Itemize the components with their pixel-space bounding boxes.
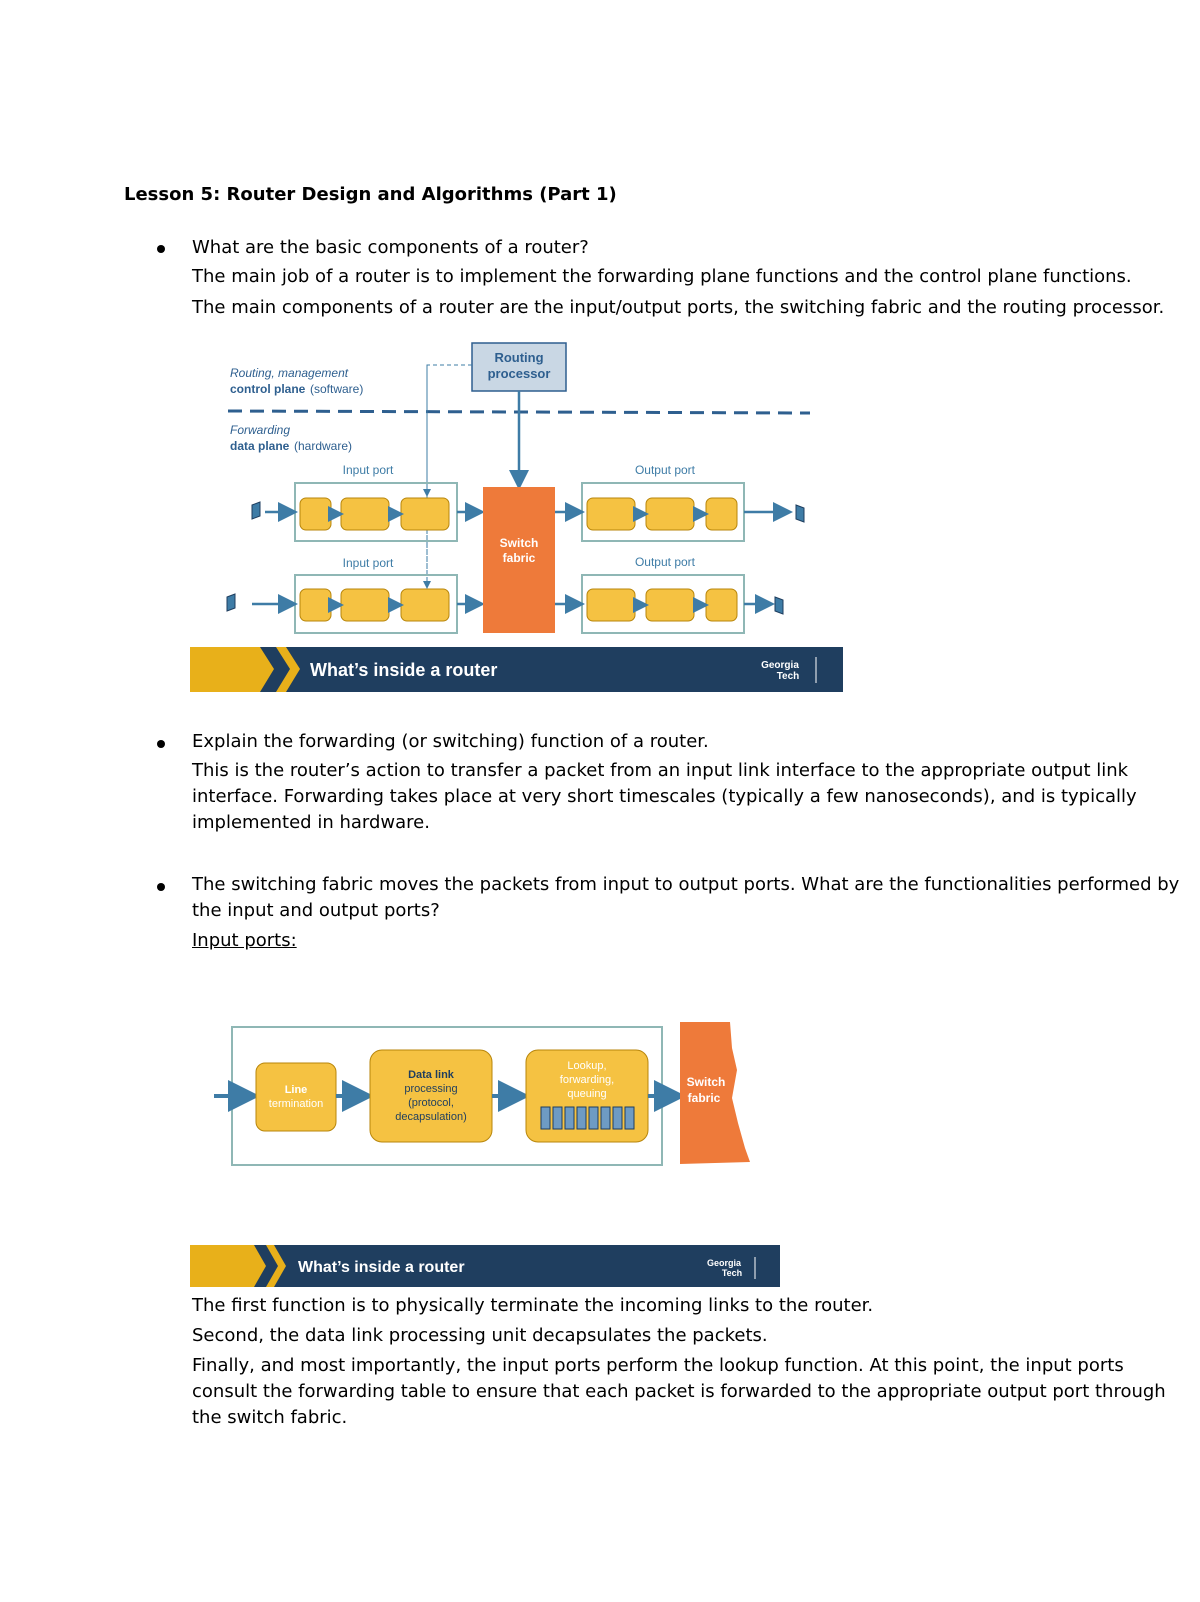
line-termination-box [255, 1062, 337, 1132]
logo-2-line-1: Georgia [707, 1258, 742, 1268]
answer-line: This is the router’s action to transfer … [192, 760, 1129, 781]
switch-fabric-label-1: Switch [500, 536, 539, 550]
router-architecture-figure: Routing processor Routing, management co… [190, 342, 843, 692]
data-link-label-1: Data link [408, 1069, 455, 1081]
control-plane-label-1: Routing, management [230, 366, 349, 380]
question-forwarding: Explain the forwarding (or switching) fu… [192, 731, 709, 752]
bullet [157, 245, 169, 257]
routing-processor-box [471, 342, 567, 392]
answer-line: implemented in hardware. [192, 812, 430, 833]
data-link-label-4: decapsulation) [395, 1111, 467, 1123]
bullet [157, 883, 169, 895]
output-port-label-1: Output port [635, 463, 696, 477]
routing-processor-label-2: processor [488, 366, 551, 381]
line-termination-label-1: Line [285, 1084, 308, 1096]
data-link-box [369, 1049, 493, 1143]
line-termination-label-2: termination [269, 1098, 323, 1110]
switch-fabric-label-2: fabric [503, 551, 536, 565]
switch-fabric-label-1: Switch [687, 1075, 726, 1089]
question-components: What are the basic components of a route… [192, 237, 589, 258]
switch-fabric-shape [680, 1022, 750, 1164]
data-plane-label-2: data plane [230, 439, 290, 453]
lookup-label-1: Lookup, [567, 1060, 606, 1072]
queue-icon [540, 1106, 635, 1130]
input-port-figure: Line termination Data link processing (p… [214, 1022, 750, 1166]
logo-2-line-2: Tech [722, 1268, 742, 1278]
answer-line: interface. Forwarding takes place at ver… [192, 786, 1137, 807]
data-link-label-3: (protocol, [408, 1097, 454, 1109]
function-line: Finally, and most importantly, the input… [192, 1355, 1124, 1376]
input-port-label-1: Input port [343, 463, 394, 477]
function-line: The first function is to physically term… [192, 1295, 874, 1316]
control-plane-label-2: control plane [230, 382, 306, 396]
switch-fabric-label-2: fabric [688, 1091, 721, 1105]
lookup-label-2: forwarding, [560, 1074, 614, 1086]
output-port-label-2: Output port [635, 555, 696, 569]
answer-main-job: The main job of a router is to implement… [192, 266, 1132, 287]
control-plane-label-3: (software) [310, 382, 363, 396]
switch-fabric-box [483, 487, 555, 633]
question-functionalities: The switching fabric moves the packets f… [192, 874, 1180, 895]
function-line: consult the forwarding table to ensure t… [192, 1381, 1166, 1402]
routing-processor-label: Routing [494, 350, 543, 365]
question-functionalities-2: the input and output ports? [192, 900, 440, 921]
answer-main-components: The main components of a router are the … [192, 297, 1165, 318]
input-port-label-2: Input port [343, 556, 394, 570]
input-ports-heading: Input ports: [192, 930, 297, 951]
function-line: Second, the data link processing unit de… [192, 1325, 768, 1346]
logo-line-1: Georgia [761, 660, 799, 671]
data-plane-label-3: (hardware) [294, 439, 352, 453]
page-title: Lesson 5: Router Design and Algorithms (… [124, 184, 617, 205]
data-link-label-2: processing [404, 1083, 457, 1095]
function-line: the switch fabric. [192, 1407, 348, 1428]
banner-2: What’s inside a router Georgia Tech [190, 1245, 780, 1287]
bullet [157, 740, 169, 752]
logo-line-2: Tech [777, 671, 800, 682]
banner-title: What’s inside a router [310, 660, 497, 680]
lookup-label-3: queuing [567, 1088, 606, 1100]
banner-2-title: What’s inside a router [298, 1259, 465, 1276]
data-plane-label-1: Forwarding [230, 423, 290, 437]
